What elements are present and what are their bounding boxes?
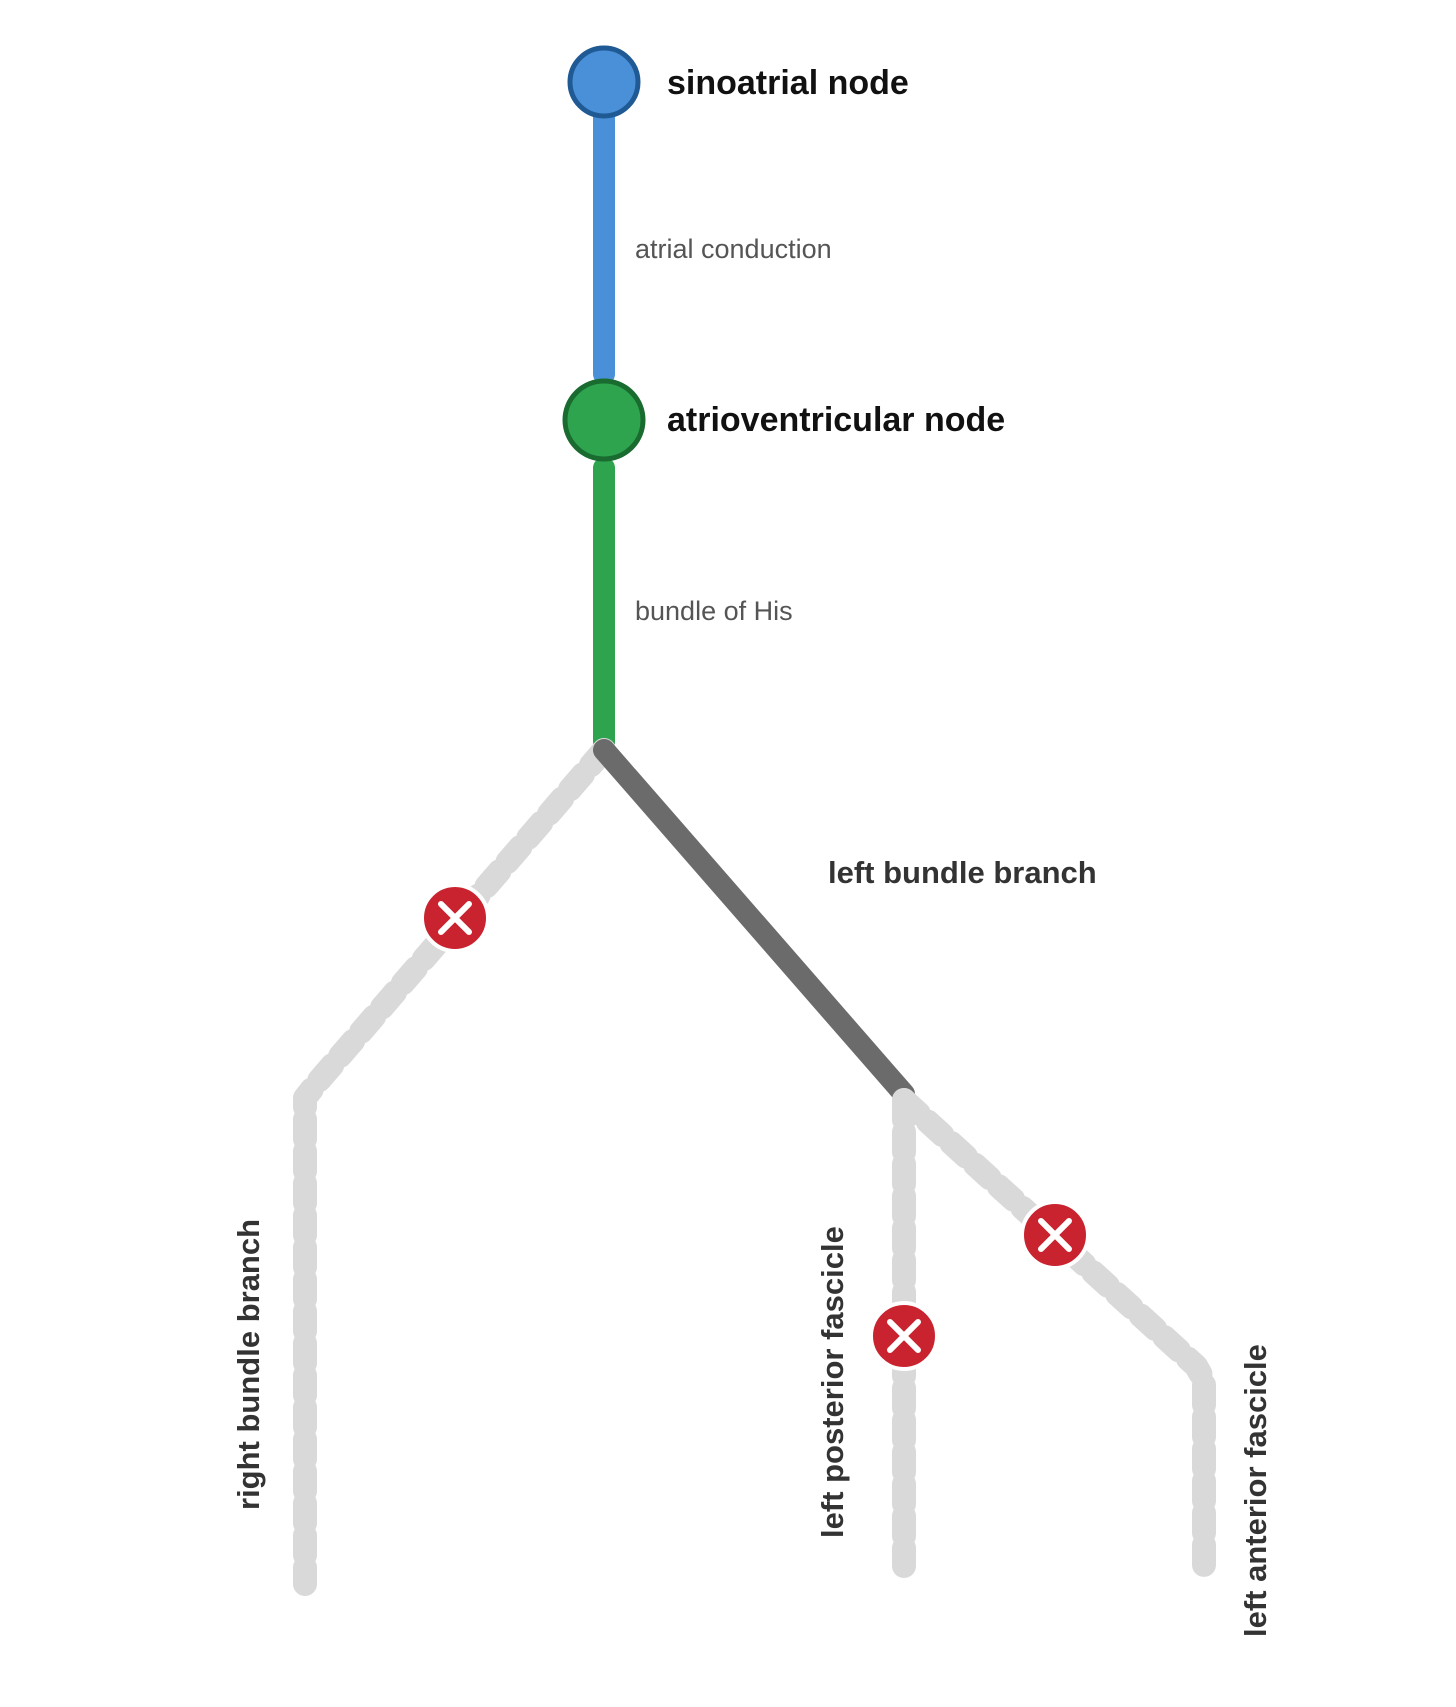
left-anterior-block-x-circle-icon (1020, 1200, 1090, 1270)
left-bundle-branch-label: left bundle branch (828, 855, 1097, 890)
right-bundle-branch-path (293, 738, 616, 1596)
left-anterior-fascicle-label: left anterior fascicle (1238, 1344, 1273, 1637)
left-posterior-block-x-circle-icon (869, 1301, 939, 1371)
left-bundle-branch-path (593, 739, 915, 1105)
sinoatrial-node (567, 45, 641, 119)
sinoatrial-node-label: sinoatrial node (667, 64, 909, 102)
left-anterior-fascicle-path (892, 1088, 1216, 1586)
atrial-conduction-label: atrial conduction (635, 234, 832, 264)
right-bundle-branch-label: right bundle branch (231, 1219, 266, 1510)
bundle-of-his-label: bundle of His (635, 596, 793, 626)
left-posterior-fascicle-label: left posterior fascicle (815, 1226, 850, 1538)
atrioventricular-node-label: atrioventricular node (667, 401, 1005, 439)
atrioventricular-node (562, 378, 646, 462)
right-bundle-block-x-circle-icon (420, 883, 490, 953)
